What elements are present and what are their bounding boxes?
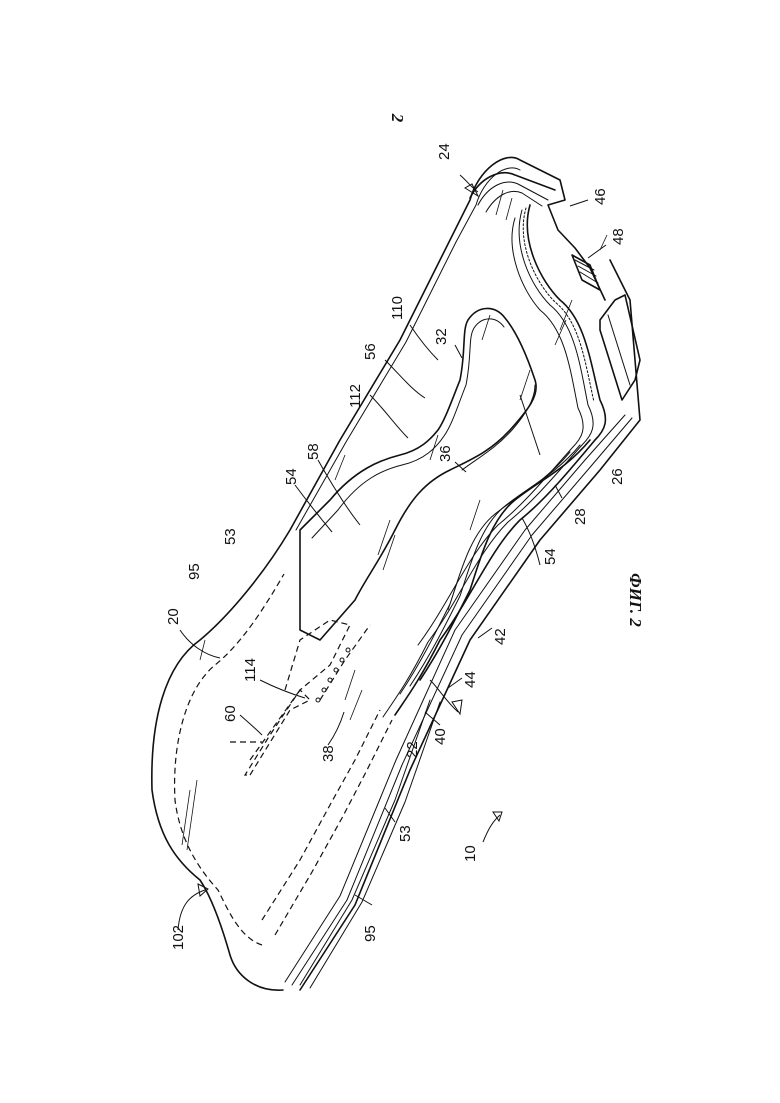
absorbent-article-drawing <box>152 157 640 990</box>
ref-44: 44 <box>462 671 479 688</box>
ref-32: 32 <box>433 328 450 345</box>
end-layer-3 <box>486 191 542 212</box>
ref-112: 112 <box>347 384 364 408</box>
end-layer-1 <box>470 173 555 198</box>
ref-53-lower: 53 <box>397 825 414 842</box>
layer-40 <box>400 452 570 694</box>
ref-102: 102 <box>170 925 187 950</box>
ref-22: 22 <box>404 741 421 758</box>
raised-core <box>300 308 536 640</box>
ref-36: 36 <box>437 445 454 462</box>
figure-caption: ФИГ. 2 <box>626 573 645 627</box>
ref-54-lower: 54 <box>542 548 559 565</box>
ref-60: 60 <box>222 705 239 722</box>
ref-110: 110 <box>389 296 406 320</box>
end-layer-2 <box>478 182 548 205</box>
page-number: 2 <box>388 113 407 123</box>
dashed-element-60 <box>245 690 310 775</box>
ref-10: 10 <box>462 845 479 862</box>
ref-40: 40 <box>432 728 449 745</box>
main-outline <box>152 157 605 990</box>
ref-53-upper: 53 <box>222 528 239 545</box>
ref-56: 56 <box>362 343 379 360</box>
ref-38: 38 <box>320 745 337 762</box>
front-flap-line <box>608 315 630 385</box>
outline-dashed-perimeter <box>175 574 284 945</box>
layer-26-stitch <box>523 208 594 402</box>
ref-58: 58 <box>305 443 322 460</box>
ref-28: 28 <box>572 508 589 525</box>
ref-95-upper: 95 <box>186 563 203 580</box>
ref-26: 26 <box>609 468 626 485</box>
dashed-link-a <box>230 690 300 760</box>
ref-24: 24 <box>436 143 453 160</box>
ref-48: 48 <box>610 228 627 245</box>
ref-54-upper: 54 <box>283 468 300 485</box>
ref-20: 20 <box>165 608 182 625</box>
reference-numerals: 24 46 48 110 32 56 112 58 54 36 26 28 53… <box>165 143 627 950</box>
ref-42: 42 <box>492 628 509 645</box>
ref-95-lower: 95 <box>362 925 379 942</box>
ref-46: 46 <box>592 188 609 205</box>
ref-114: 114 <box>242 658 259 682</box>
perforation-dots <box>316 648 350 702</box>
